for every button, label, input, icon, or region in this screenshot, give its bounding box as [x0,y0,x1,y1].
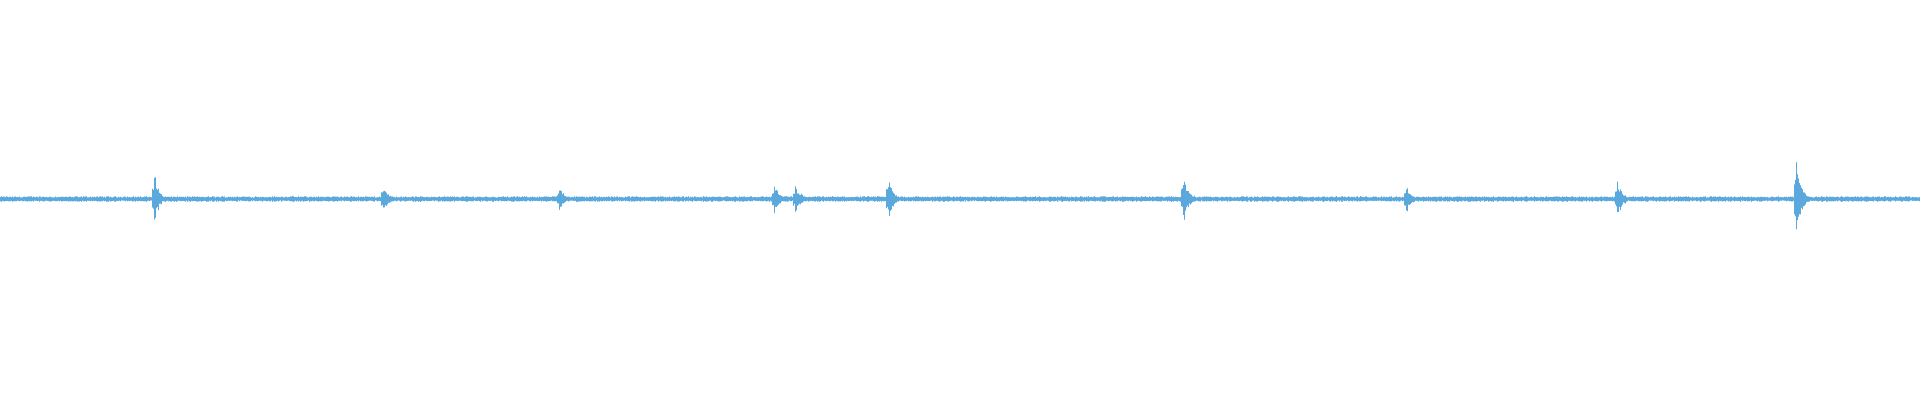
waveform-path [0,162,1920,230]
waveform-bars [0,162,1920,230]
